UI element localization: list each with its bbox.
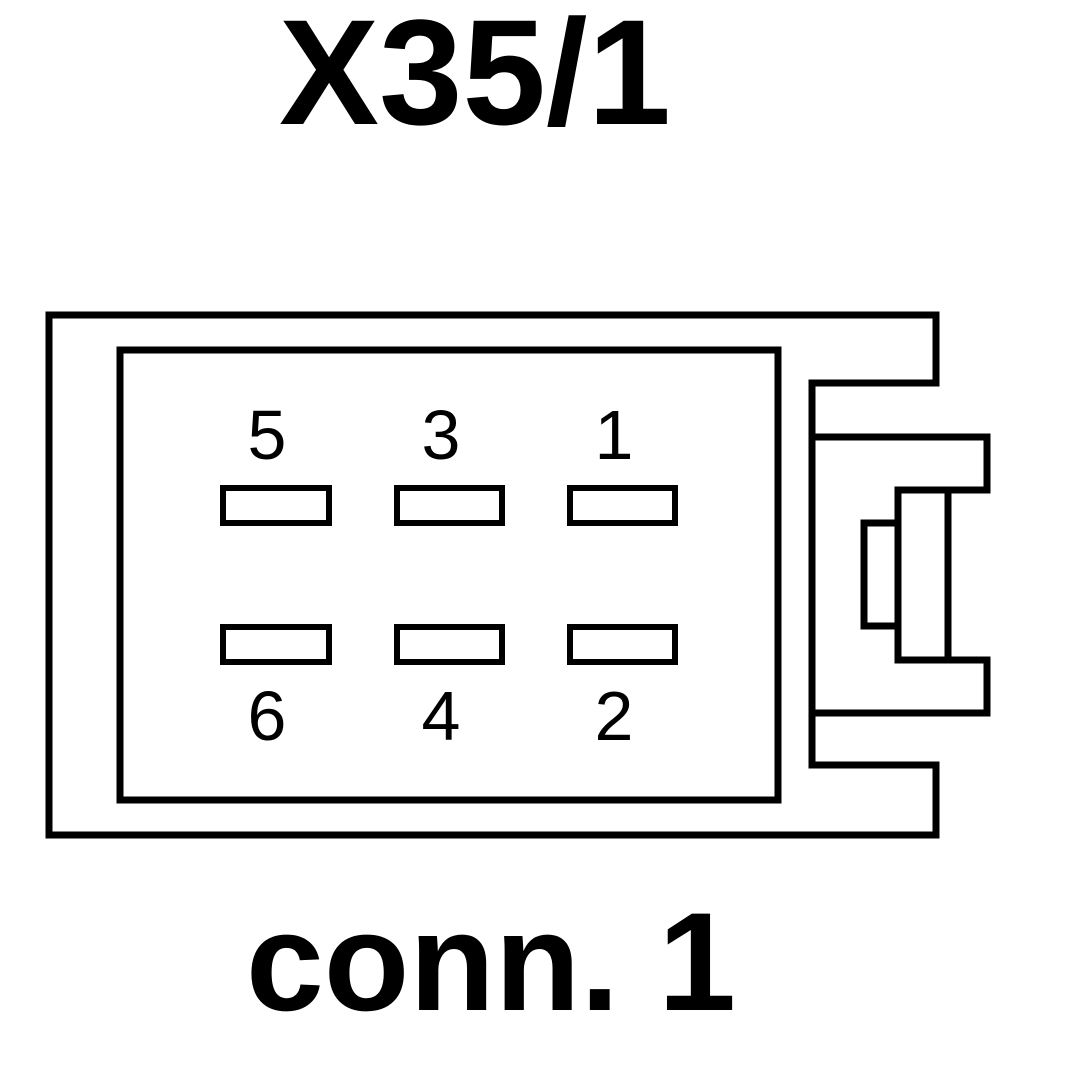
pin-1-contact	[567, 485, 678, 526]
pin-3-contact	[394, 485, 505, 526]
pin-5-contact	[220, 485, 332, 526]
connector-housing-outline	[45, 311, 940, 839]
connector-id-label: X35/1	[279, 0, 671, 156]
connector-name-label: conn. 1	[246, 883, 736, 1040]
connector-inner-cavity	[116, 346, 782, 804]
pin-3-label: 3	[422, 396, 461, 474]
pin-5-label: 5	[248, 396, 287, 474]
pin-6-label: 6	[248, 677, 287, 755]
pin-2-label: 2	[595, 677, 634, 755]
pin-4-contact	[394, 624, 505, 665]
connector-latch-button	[860, 519, 902, 630]
pin-6-contact	[220, 624, 332, 665]
pin-2-contact	[567, 624, 678, 665]
pin-1-label: 1	[595, 396, 634, 474]
pin-4-label: 4	[422, 677, 461, 755]
